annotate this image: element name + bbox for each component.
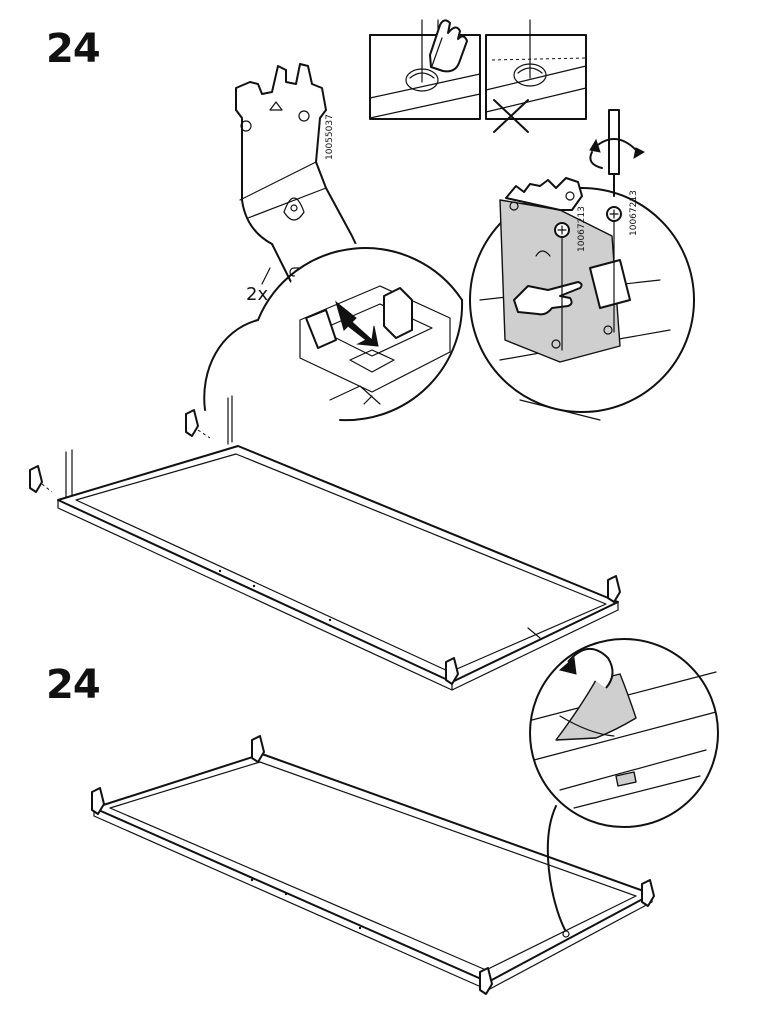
zoom-bubble-screw: 10067213 10067213 — [469, 177, 695, 421]
screwdriver — [589, 109, 646, 197]
rotate-arrow-icon — [589, 138, 646, 169]
cross-mark-icon — [493, 99, 529, 133]
tape-arrow-icon — [558, 648, 614, 689]
screw-right — [606, 206, 622, 222]
incorrect-alignment-panel — [485, 19, 587, 133]
frame-top — [29, 395, 621, 691]
down-arrow-icon — [335, 300, 379, 347]
bracket-part-number: 10055037 — [325, 114, 335, 160]
frame-bottom — [91, 735, 655, 995]
pointing-hand-icon — [513, 281, 583, 316]
zoom-bubble-tape — [529, 638, 719, 938]
screw-left — [554, 222, 570, 238]
quantity-label: 2x — [246, 284, 268, 305]
screw-part-number-right: 10067213 — [629, 190, 639, 236]
step-number-top: 24 — [46, 26, 101, 72]
zoom-bubble-insert — [203, 242, 464, 422]
correct-alignment-panel — [369, 19, 481, 120]
step-number-bottom: 24 — [46, 662, 101, 708]
screw-part-number-left: 10067213 — [577, 206, 587, 252]
hand-press-icon — [429, 19, 468, 73]
bracket-part: 10055037 — [235, 63, 369, 299]
